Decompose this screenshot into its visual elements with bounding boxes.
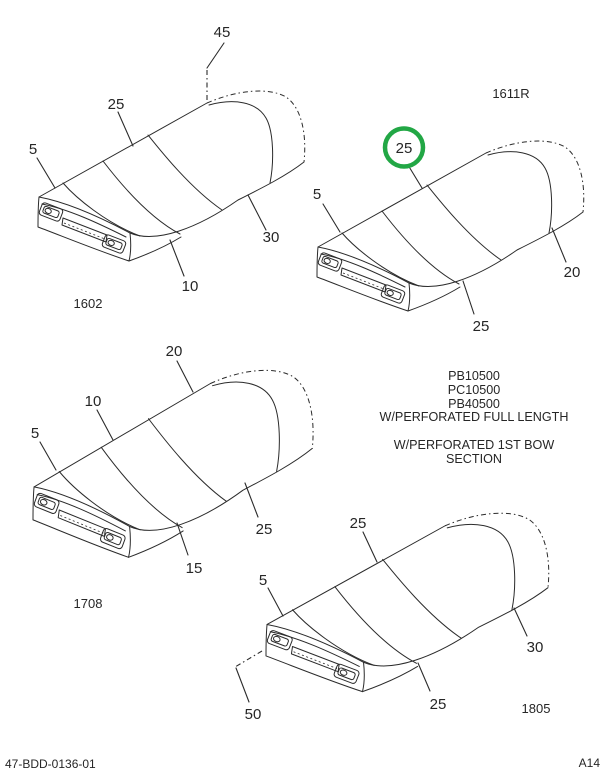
sheet-code: A14 bbox=[578, 756, 600, 770]
callout-25: 25 bbox=[350, 515, 367, 532]
note-line: SECTION bbox=[446, 451, 502, 466]
callout-5: 5 bbox=[259, 572, 267, 589]
leader-line bbox=[551, 227, 567, 263]
figure-1611r: 25 5 20 25 1611R bbox=[313, 86, 585, 335]
figure-label-1611r: 1611R bbox=[492, 86, 529, 101]
leader-line bbox=[362, 531, 378, 563]
leader-line bbox=[417, 662, 431, 692]
callout-25: 25 bbox=[256, 521, 273, 538]
figure-1602: 45 25 5 30 10 1602 bbox=[29, 24, 306, 311]
panel-1805 bbox=[265, 512, 550, 693]
note-line: W/PERFORATED 1ST BOW bbox=[393, 438, 555, 453]
callout-5: 5 bbox=[313, 186, 321, 203]
leader-line bbox=[462, 280, 475, 315]
leader-line bbox=[176, 522, 189, 556]
leader-line bbox=[247, 194, 267, 231]
callout-20: 20 bbox=[564, 264, 581, 281]
doc-number: 47-BDD-0136-01 bbox=[5, 757, 96, 771]
leader-line bbox=[169, 239, 185, 277]
applicability-notes: PB10500 PC10500 PB40500 W/PERFORATED FUL… bbox=[340, 369, 608, 467]
leader-line bbox=[39, 441, 57, 471]
leader-line-hidden bbox=[234, 650, 263, 668]
note-line: PB10500 bbox=[448, 369, 500, 383]
callout-25: 25 bbox=[108, 96, 125, 113]
callout-10: 10 bbox=[182, 278, 199, 295]
leader-line bbox=[235, 667, 250, 703]
callout-25-highlighted: 25 bbox=[396, 140, 413, 157]
leader-line bbox=[267, 587, 284, 617]
figure-1708: 20 10 5 25 15 1708 bbox=[31, 343, 314, 611]
note-line: PC10500 bbox=[447, 382, 501, 397]
callout-30: 30 bbox=[527, 639, 544, 656]
leader-line bbox=[206, 42, 225, 69]
note-line: W/PERFORATED FULL LENGTH bbox=[379, 410, 569, 425]
leader-line bbox=[176, 360, 194, 393]
callout-10: 10 bbox=[85, 393, 102, 410]
callout-30: 30 bbox=[263, 229, 280, 246]
callout-5: 5 bbox=[31, 425, 39, 442]
note-line: PB40500 bbox=[448, 396, 500, 411]
figure-1805: 25 5 30 25 50 1805 bbox=[234, 512, 551, 723]
callout-5: 5 bbox=[29, 141, 37, 158]
leader-line bbox=[407, 164, 423, 189]
callout-50: 50 bbox=[245, 706, 262, 723]
figure-label-1708: 1708 bbox=[74, 596, 103, 611]
callout-15: 15 bbox=[186, 560, 203, 577]
leader-line bbox=[117, 111, 134, 147]
callout-25: 25 bbox=[473, 318, 490, 335]
figure-label-1805: 1805 bbox=[522, 701, 551, 716]
leader-line bbox=[244, 482, 259, 518]
leader-line bbox=[322, 203, 341, 233]
leader-line bbox=[36, 157, 56, 189]
panel-1611r bbox=[316, 140, 585, 312]
figure-label-1602: 1602 bbox=[74, 296, 103, 311]
note-spacer bbox=[340, 425, 608, 439]
callout-20: 20 bbox=[166, 343, 183, 360]
callout-25-bottom: 25 bbox=[430, 696, 447, 713]
callout-45: 45 bbox=[214, 24, 231, 41]
leader-line bbox=[96, 409, 114, 441]
leader-line bbox=[513, 607, 528, 637]
highlight-circle bbox=[382, 126, 426, 169]
